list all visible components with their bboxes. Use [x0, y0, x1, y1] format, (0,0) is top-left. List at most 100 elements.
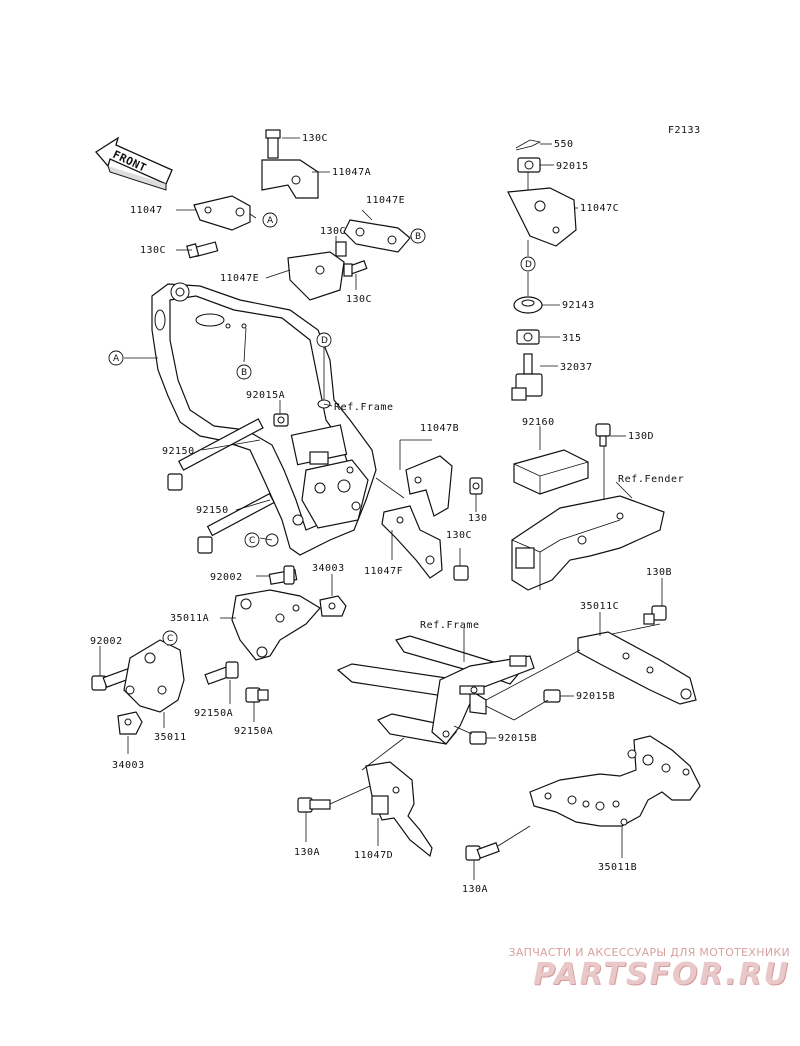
label-35011C: 35011C: [580, 601, 619, 612]
label-92015B-upper: 92015B: [576, 691, 615, 702]
ref-fender: Ref.Fender: [618, 474, 684, 485]
label-92015: 92015: [556, 161, 589, 172]
label-92150A-right: 92150A: [234, 726, 273, 737]
bracket-11047: [186, 195, 251, 259]
bolt-92150A-right: [245, 687, 269, 703]
bolt-130D: [595, 423, 611, 447]
label-130B: 130B: [646, 567, 672, 578]
watermark-logo: PARTSFOR.RU: [533, 957, 790, 992]
bracket-35011B: [529, 735, 701, 827]
label-130C-lower: 130C: [346, 294, 372, 305]
svg-text:D: D: [321, 336, 328, 346]
label-34003-upper: 34003: [312, 563, 345, 574]
marker-D-frame: D: [316, 332, 332, 348]
nut-92015B-lower: [469, 731, 487, 745]
label-130C-mid: 130C: [320, 226, 346, 237]
bolt-130A-right: [465, 842, 500, 861]
marker-C-footpeg: C: [162, 630, 178, 646]
label-11047F: 11047F: [364, 566, 403, 577]
subframe: [336, 635, 535, 745]
footpeg-bracket-35011A: [231, 589, 321, 661]
label-11047B: 11047B: [420, 423, 459, 434]
label-11047E-upper: 11047E: [366, 195, 405, 206]
label-130C-right: 130C: [446, 530, 472, 541]
label-130C-left: 130C: [140, 245, 166, 256]
marker-B-frame: B: [236, 364, 252, 380]
label-315: 315: [562, 333, 582, 344]
label-130A-left: 130A: [294, 847, 320, 858]
label-92160: 92160: [522, 417, 555, 428]
box-92160: [513, 449, 589, 495]
svg-text:A: A: [267, 216, 274, 226]
label-32037: 32037: [560, 362, 593, 373]
svg-text:C: C: [167, 634, 173, 644]
nut-315: [516, 329, 540, 345]
label-550: 550: [554, 139, 574, 150]
bracket-11047B: [405, 455, 483, 517]
bracket-34003-lower: [117, 711, 143, 735]
label-35011: 35011: [154, 732, 187, 743]
bracket-11047C: [507, 187, 577, 247]
label-130C-top: 130C: [302, 133, 328, 144]
label-11047E-lower: 11047E: [220, 273, 259, 284]
svg-text:B: B: [241, 368, 247, 378]
nut-92015B-upper: [543, 689, 561, 703]
watermark-tagline: ЗАПЧАСТИ И АКСЕССУАРЫ ДЛЯ МОТОТЕХНИКИ: [508, 946, 790, 959]
marker-A-frame: A: [108, 350, 124, 366]
bracket-11047A: [261, 129, 319, 199]
collar-92143: [513, 296, 543, 314]
label-92002-upper: 92002: [210, 572, 243, 583]
svg-text:D: D: [525, 260, 532, 270]
bolt-32037: [511, 353, 543, 401]
marker-D-right: D: [520, 256, 536, 272]
pin-550: [515, 139, 542, 151]
figure-code: F2133: [668, 125, 701, 136]
svg-text:C: C: [249, 536, 255, 546]
bolt-130A-left: [297, 797, 331, 813]
bracket-34003-upper: [319, 595, 347, 617]
nut-92015: [517, 157, 541, 173]
marker-A-upper: A: [262, 212, 278, 228]
bolt-92150-upper: [167, 418, 264, 491]
main-frame: [151, 282, 377, 556]
label-92143: 92143: [562, 300, 595, 311]
label-92150A-left: 92150A: [194, 708, 233, 719]
ref-frame-top: Ref.Frame: [334, 402, 394, 413]
label-34003-lower: 34003: [112, 760, 145, 771]
bracket-11047E-lower: [287, 251, 368, 301]
label-130A-right: 130A: [462, 884, 488, 895]
bolt-92150-lower: [197, 492, 275, 554]
label-92002-lower: 92002: [90, 636, 123, 647]
bolt-92002-upper: [268, 565, 298, 585]
ref-frame-bottom: Ref.Frame: [420, 620, 480, 631]
label-11047: 11047: [130, 205, 163, 216]
label-11047C: 11047C: [580, 203, 619, 214]
marker-B-upper: B: [410, 228, 426, 244]
label-92150-upper: 92150: [162, 446, 195, 457]
bracket-11047D: [365, 761, 433, 858]
label-92015A: 92015A: [246, 390, 285, 401]
bracket-11047E-upper: [335, 219, 411, 257]
svg-text:A: A: [113, 354, 120, 364]
part-labels: 550 92015 130C 11047A 11047C 11047 11047…: [90, 133, 672, 895]
label-130: 130: [468, 513, 488, 524]
label-130D: 130D: [628, 431, 654, 442]
label-11047D: 11047D: [354, 850, 393, 861]
fender-bracket: [511, 495, 665, 591]
bolt-92150A-left: [204, 661, 239, 685]
front-arrow-icon: FRONT: [95, 136, 173, 191]
label-92150-lower: 92150: [196, 505, 229, 516]
label-35011A: 35011A: [170, 613, 209, 624]
bracket-35011C: [577, 605, 697, 705]
bolt-92015A: [273, 413, 289, 427]
watermark: ЗАПЧАСТИ И АКСЕССУАРЫ ДЛЯ МОТОТЕХНИКИ PA…: [460, 946, 790, 991]
footpeg-bracket-35011: [123, 639, 185, 713]
svg-text:B: B: [415, 232, 421, 242]
label-92015B-lower: 92015B: [498, 733, 537, 744]
marker-C-frame: C: [244, 532, 260, 548]
bracket-11047F: [381, 505, 469, 581]
leader-lines: [99, 137, 663, 880]
label-11047A: 11047A: [332, 167, 371, 178]
label-35011B: 35011B: [598, 862, 637, 873]
